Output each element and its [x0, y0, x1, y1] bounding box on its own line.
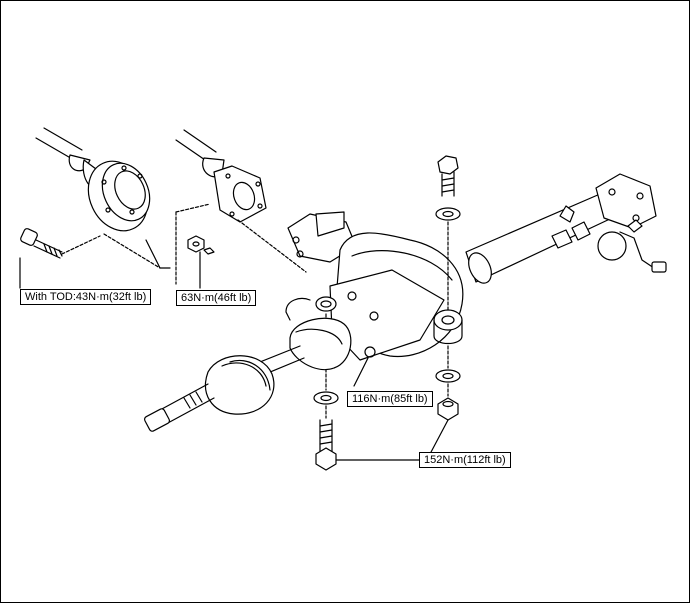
- drive-shaft-cv-joints: [143, 317, 352, 432]
- assembly-line: [175, 203, 211, 285]
- propeller-shaft-with-tod: [35, 127, 151, 232]
- propeller-shaft-ujoint: [175, 129, 267, 223]
- leader-line: [145, 239, 171, 269]
- differential-carrier: [285, 211, 464, 361]
- lower-washer-nut: [435, 369, 461, 421]
- axle-tube: [465, 193, 613, 284]
- flange-nut: [187, 235, 215, 255]
- leader-line: [335, 419, 449, 461]
- axle-actuator: [595, 173, 667, 273]
- leader-line: [353, 357, 369, 387]
- tod-bolt-torque-label: With TOD:43N·m(32ft lb): [20, 289, 152, 305]
- assembly-line: [61, 233, 161, 269]
- lower-bolt-torque-label: 152N·m(112ft lb): [419, 452, 511, 468]
- mount-bolt-torque-label: 116N·m(85ft lb): [347, 391, 433, 407]
- flange-nut-torque-label: 63N·m(46ft lb): [176, 290, 257, 306]
- upper-mount-bolt: [435, 155, 461, 221]
- assembly-line: [237, 219, 307, 273]
- lower-mount-bolt: [313, 391, 339, 471]
- tod-flange-bolt: [20, 228, 63, 259]
